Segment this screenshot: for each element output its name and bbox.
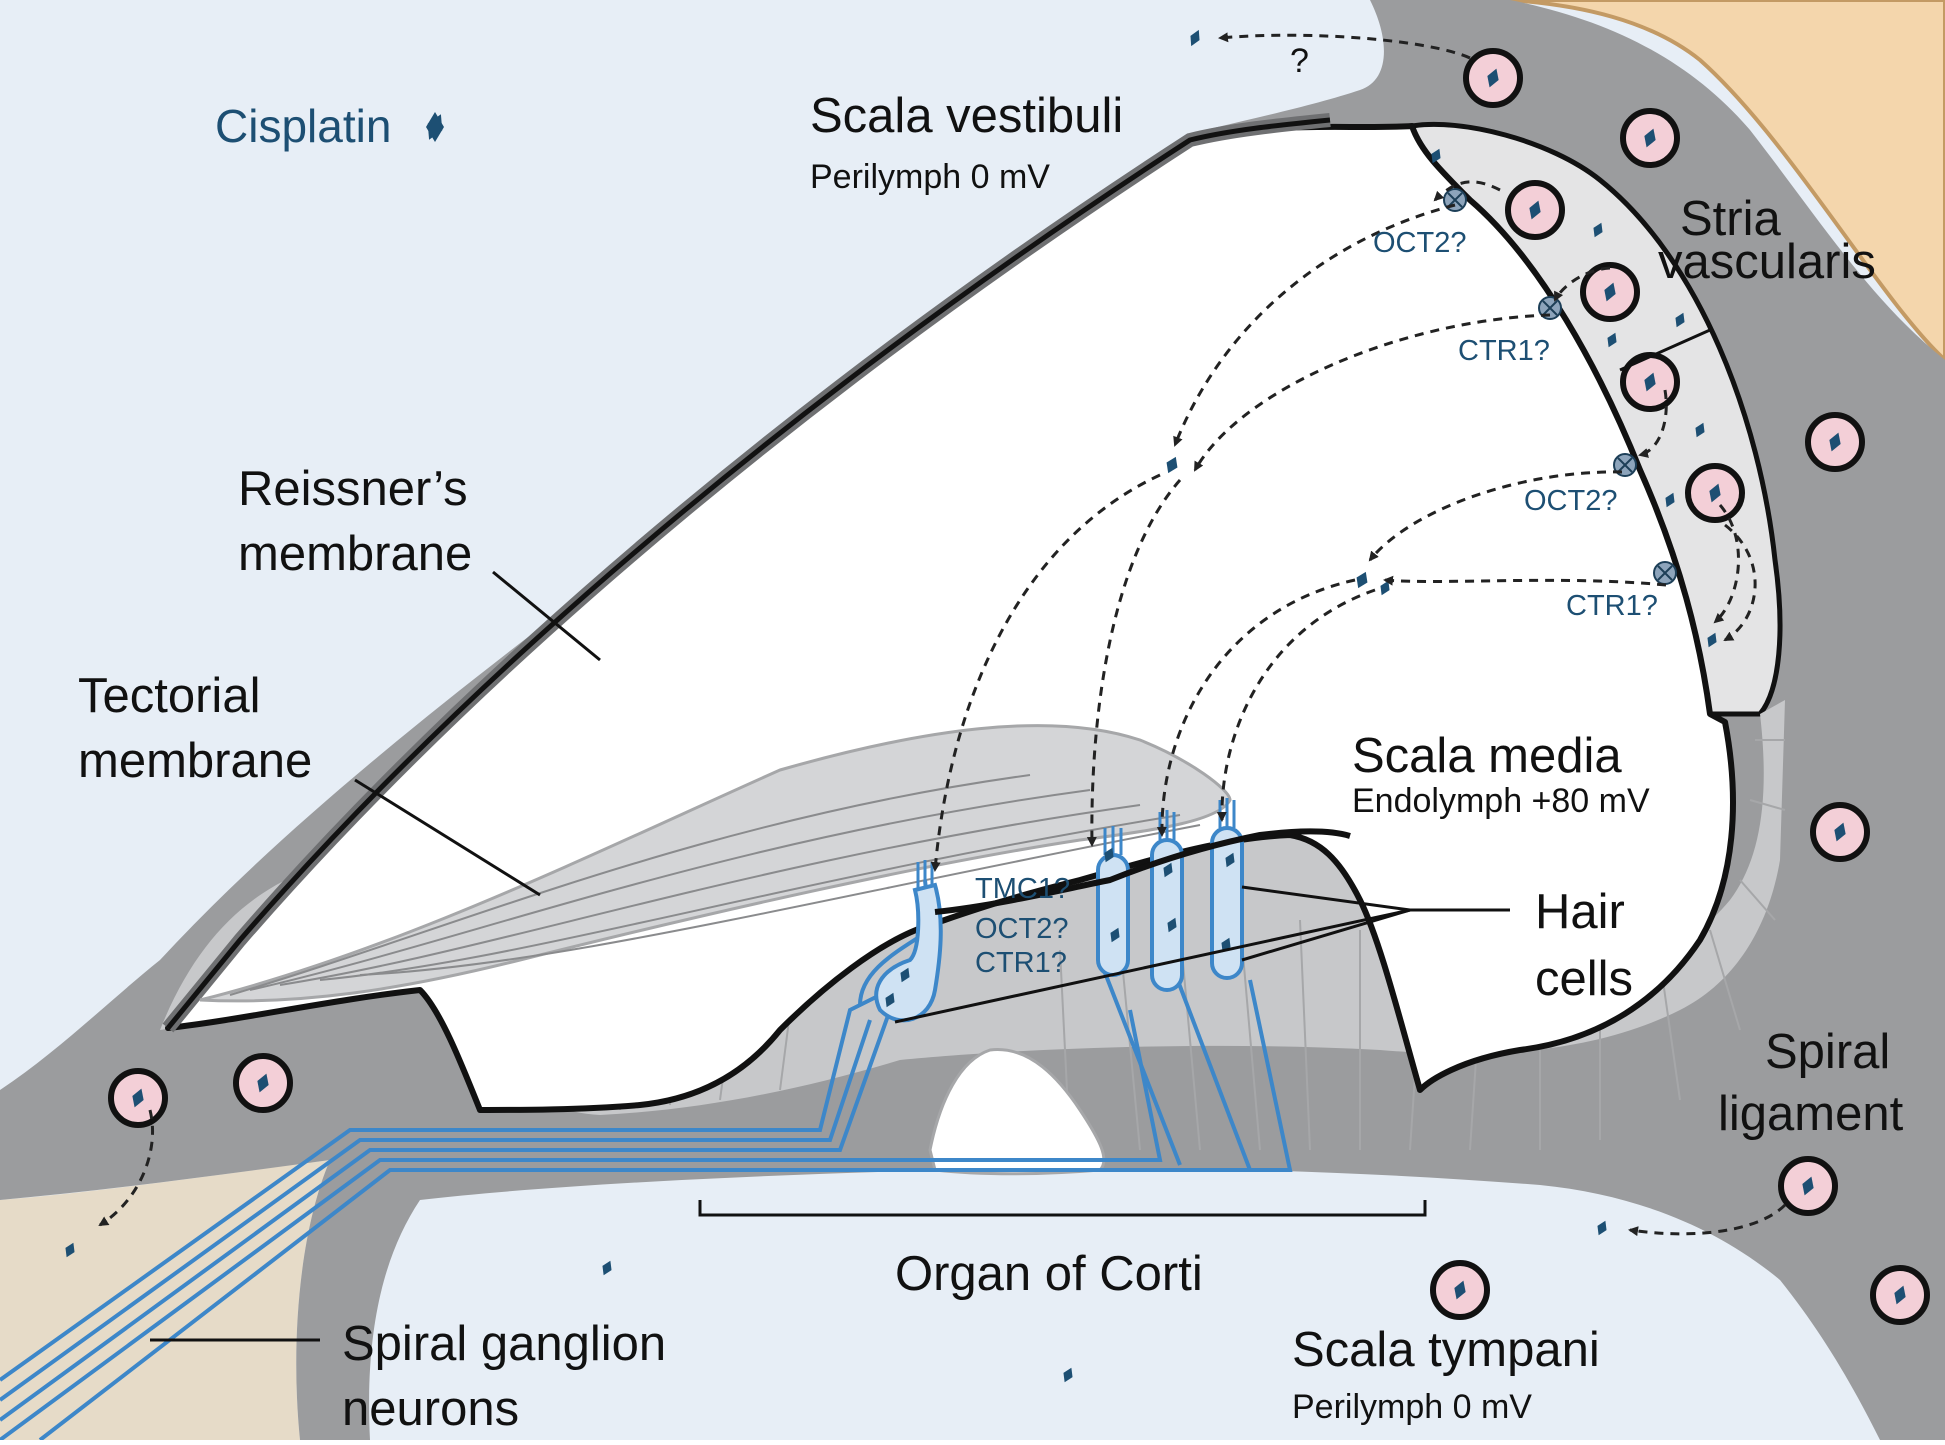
transporter-marker-crosses	[1447, 192, 1673, 581]
leader-tectorial	[354, 778, 541, 897]
scala-vestibuli-pocket	[1120, 0, 1384, 150]
scala-media-label: Scala media	[1352, 729, 1622, 783]
transport-arrows	[98, 32, 1787, 1237]
transporter-label-ctr1-hair: CTR1?	[975, 947, 1067, 979]
cisplatin-legend-label: Cisplatin	[215, 100, 391, 152]
vessel-cisplatin-icon	[1604, 282, 1616, 302]
transporter-label-oct2-upper: OCT2?	[1373, 227, 1466, 259]
leader-reissners	[492, 570, 601, 662]
scala-tympani-label: Scala tympani	[1292, 1323, 1600, 1377]
spiral-ganglion-label-2: neurons	[342, 1382, 519, 1436]
cisplatin-diamond-icon	[1593, 222, 1603, 238]
spiral-ganglion-neurons	[0, 879, 1293, 1442]
cisplatin-diamond-icon	[1166, 456, 1178, 474]
cisplatin-diamond-icon	[1110, 927, 1120, 943]
organ-of-corti-label: Organ of Corti	[895, 1247, 1203, 1301]
vessel-cisplatin-icon	[1644, 372, 1656, 392]
outer-hair-cell-3	[1210, 826, 1244, 980]
spiral-ligament-label-1: Spiral	[1765, 1025, 1890, 1079]
transporter-label-ctr1-lower: CTR1?	[1566, 590, 1658, 622]
cisplatin-diamond-icon	[1163, 862, 1173, 878]
hair-cells-label-1: Hair	[1535, 885, 1625, 939]
scala-tympani-perilymph: Perilymph 0 mV	[1292, 1388, 1532, 1426]
cisplatin-molecules	[65, 29, 1717, 1383]
scala-vestibuli-label: Scala vestibuli	[810, 89, 1123, 143]
vessel-cisplatin-icon	[1834, 822, 1846, 842]
tectorial-fibers	[229, 774, 1201, 996]
cisplatin-diamond-icon	[1607, 332, 1617, 348]
reissners-membrane-edge	[166, 117, 1331, 1030]
outer-tissue	[1509, 0, 1945, 363]
transporter-label-oct2-lower: OCT2?	[1524, 485, 1617, 517]
cisplatin-diamond-icon	[1225, 852, 1235, 868]
cisplatin-diamond-icon	[65, 1242, 75, 1258]
inner-hair-cell	[874, 860, 943, 1023]
transporter-label-tmc1: TMC1?	[975, 873, 1070, 905]
transporter-label-ctr1-upper: CTR1?	[1458, 335, 1550, 367]
vessel-cisplatin-icon	[132, 1088, 144, 1108]
tunnel-of-corti	[928, 1048, 1106, 1176]
vessel-cisplatin-icon	[1487, 68, 1499, 88]
cisplatin-diamond-icon	[900, 967, 910, 983]
cisplatin-diamond-icon	[602, 1260, 612, 1276]
cisplatin-diamond-icon	[1695, 422, 1705, 438]
spiral-ligament-label-2: ligament	[1718, 1087, 1904, 1141]
cisplatin-diamond-icon	[1104, 847, 1114, 863]
leader-lines	[150, 328, 1711, 1342]
vessel-cisplatin-icon	[1709, 483, 1721, 503]
cisplatin-diamond-icon	[1707, 632, 1717, 648]
cisplatin-diamond-icon	[1665, 492, 1675, 508]
tectorial-label-2: membrane	[78, 734, 312, 788]
cisplatin-diamond-icon	[1167, 917, 1177, 933]
leader-hair-cells-2	[1241, 908, 1411, 962]
scala-media-endolymph: Endolymph +80 mV	[1352, 782, 1650, 820]
cisplatin-diamond-icon	[1221, 937, 1231, 953]
vessel-cisplatin-icon	[1529, 200, 1541, 220]
spiral-ganglion-label-1: Spiral ganglion	[342, 1317, 666, 1371]
leader-stria	[1619, 328, 1711, 372]
vessel-cisplatin-icon	[1644, 128, 1656, 148]
vessel-cisplatin-icon	[257, 1073, 269, 1093]
cisplatin-diamond-icon	[1356, 571, 1368, 589]
vessel-cisplatin-icon	[1894, 1285, 1906, 1305]
reissners-label-2: membrane	[238, 527, 472, 581]
cisplatin-diamond-icon	[1597, 1220, 1607, 1236]
hair-cells-label-2: cells	[1535, 952, 1633, 1006]
cisplatin-diamond-icon	[1190, 29, 1200, 47]
organ-of-corti-bracket	[698, 1200, 1427, 1217]
reissners-label-1: Reissner’s	[238, 462, 468, 516]
leader-hair-cells-3	[894, 908, 1411, 1024]
cisplatin-diamond-icon	[885, 992, 895, 1008]
cisplatin-diamond-icon	[1431, 148, 1441, 164]
unknown-transport-mark: ?	[1290, 42, 1309, 80]
outer-hair-cells	[1096, 798, 1244, 992]
scala-media	[165, 123, 1736, 1113]
tectorial-label-1: Tectorial	[78, 669, 260, 723]
scala-vestibuli-perilymph: Perilymph 0 mV	[810, 158, 1050, 196]
blood-vessels	[108, 48, 1930, 1325]
transporter-label-oct2-hair: OCT2?	[975, 913, 1068, 945]
cisplatin-diamond-icon	[1675, 312, 1685, 328]
vessel-cisplatin-icon	[1454, 1280, 1466, 1300]
vessel-cisplatin-icon	[1802, 1176, 1814, 1196]
stria-label-1: Stria	[1680, 192, 1782, 246]
reticular-lamina	[934, 828, 1351, 915]
stria-label-2: vascularis	[1658, 235, 1876, 289]
cisplatin-legend-icon	[426, 112, 444, 142]
vessel-cisplatin-icon	[1829, 432, 1841, 452]
cisplatin-diamond-icon	[1063, 1367, 1073, 1383]
